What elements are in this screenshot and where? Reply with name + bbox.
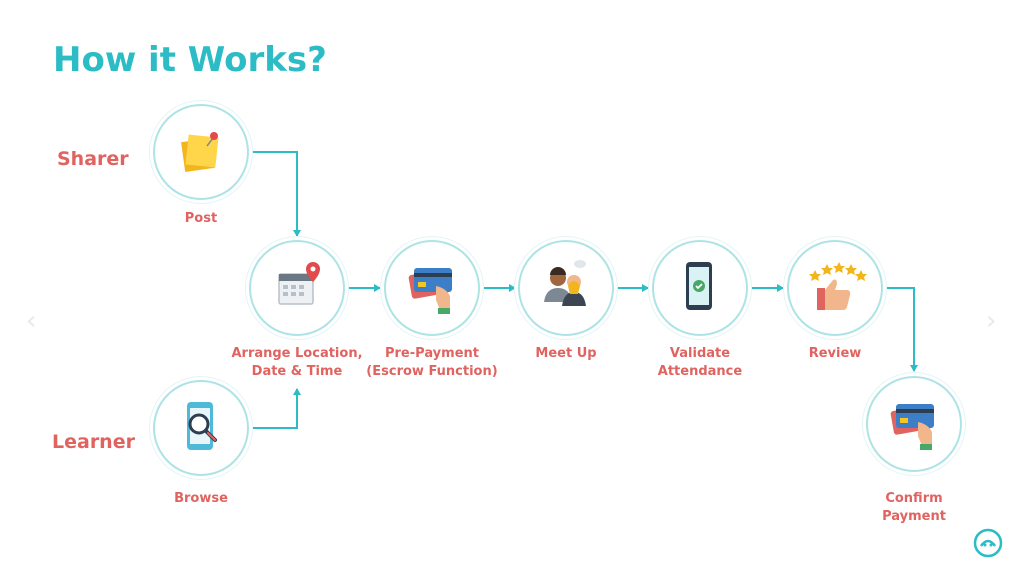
connector-browse-arrange (253, 388, 301, 429)
step-arrange-node (249, 240, 345, 336)
step-meetup-label: Meet Up (535, 346, 597, 361)
next-slide-icon[interactable]: › (986, 306, 997, 336)
step-meetup-node (518, 240, 614, 336)
role-learner: Learner (52, 431, 135, 453)
connector-review-confirm (886, 287, 918, 372)
page-title: How it Works? (53, 40, 327, 80)
card-payment-icon (890, 404, 934, 450)
step-arrange-label: Arrange Location, Date & Time (231, 346, 363, 379)
step-confirm-label: Confirm Payment (882, 491, 946, 524)
brand-logo-icon (973, 528, 1003, 558)
previous-slide-icon[interactable]: ‹ (26, 306, 37, 336)
step-validate-label: Validate Attendance (657, 346, 743, 379)
phone-check-icon (686, 262, 712, 310)
step-prepayment-node (384, 240, 480, 336)
sticky-note-icon (181, 132, 219, 172)
calendar-location-icon (278, 262, 320, 305)
step-browse-node (153, 380, 249, 476)
step-confirm-node (866, 376, 962, 472)
step-prepayment-label: Pre-Payment (Escrow Function) (366, 346, 498, 379)
step-browse-label: Browse (174, 491, 228, 506)
card-payment-icon (408, 268, 452, 314)
step-validate-node (652, 240, 748, 336)
people-meeting-icon (544, 260, 586, 306)
thumbs-up-stars-icon (809, 262, 867, 310)
connector-post-arrange (253, 151, 301, 237)
phone-search-icon (187, 402, 217, 450)
step-post-label: Post (184, 211, 218, 226)
step-review-node (787, 240, 883, 336)
step-review-label: Review (808, 346, 862, 361)
role-sharer: Sharer (57, 148, 129, 170)
step-post-node (153, 104, 249, 200)
